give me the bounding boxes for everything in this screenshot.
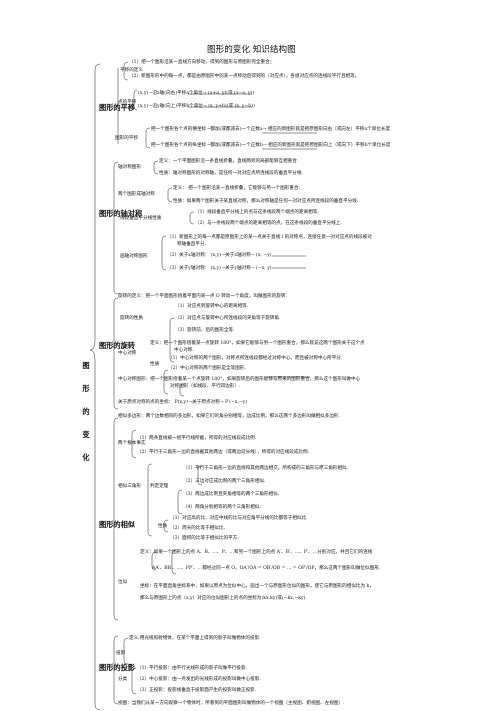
point-rule-2: (x,y) ─沿y轴(向上)平移b个单位→ (x, y+b)(或 (x, y−b… xyxy=(138,104,255,109)
heading-rotation: 图形的旋转 xyxy=(99,341,135,350)
heading-translation: 图形的平移 xyxy=(99,103,135,112)
root-char: 的 xyxy=(82,407,90,416)
perp-1: （1）线段垂直平分线上的点与这条线段两个端点的距离相等; xyxy=(195,210,319,215)
label-homothety: 位似 xyxy=(118,580,128,585)
similar-polygons: 相似多边形：两个边数相同的多边形，如果它们的角分别相等，边成比例，那么这两个多边… xyxy=(118,414,340,419)
basic-fact-2: （2）平行于三角形一边的直线截其他两边（或两边延长线），所得的对应线段成比例. xyxy=(137,450,310,455)
label-two-figures: 两个图形成轴对称 xyxy=(118,192,155,197)
draw-2: （2）关于x轴对称： (x,y) ─关于x轴对称→ (x, −y) xyxy=(167,253,272,258)
draw-1b: 称轴垂直平分. xyxy=(177,242,207,247)
label-similar-triangles: 相似三角形 xyxy=(118,484,141,489)
translation-def2: （2）新图形的中的每一点，都是由原图形中的某一点移动后得到的（对应点），各组对应… xyxy=(129,74,360,79)
homothety-coord: 坐标：在平面直角坐标系中，如果以原点为位似中心，画出一个与原图形位似的图形，使它… xyxy=(140,584,374,589)
central-def: 定义：把一个图形绕着某一点旋转 180°，如果它能够与另一个图形重合，那么就说这… xyxy=(150,341,365,346)
property-3: （3）面积的比等于相似比的平方. xyxy=(170,536,239,541)
central-prop-1: （1）中心对称的两个图形，对称点所连线段都经过对称中心，而且被对称中心所平分. xyxy=(168,356,343,361)
property-1: （1）对应高的比、对应中线的比与对应角平分线的比都等于相似比. xyxy=(170,516,308,521)
homothety-coord-b: 那么与原图形上的点（x,y）对应的位似图形上的点的坐标为(kx,ky)或(−kx… xyxy=(140,596,307,601)
point-rule-1: (x,y) ─沿x轴(向右)平移a个单位→ (x+a, y)(或 (x−a, y… xyxy=(138,91,255,96)
draw-1: （1）新图形上的每一点都是原图形上的某一点关于直线 l 的对称点，连接任意一对对… xyxy=(167,235,372,240)
root-label: 图 形 的 变 化 xyxy=(82,354,90,469)
label-central-symmetry: 中心对称 xyxy=(118,351,137,356)
label-shape-translation: 图形的平移 xyxy=(115,136,138,141)
label-draw-axis: 画轴对称图形 xyxy=(120,254,148,259)
axis-def: 定义：一个平面图形沿一条直线折叠，直线两旁的局部能够互相重合. xyxy=(159,159,299,164)
rotation-prop-2: （2）对应点与旋转中心所连线段的夹角等于旋转角. xyxy=(175,316,281,321)
central-figure-b: 对称图形（如线段、平行四边形）. xyxy=(170,384,241,389)
shape-rule-2: 把一个图形各个点的纵坐标 ─都加(或都减去)一个正数b→ 相应的新图形就是把原图… xyxy=(151,143,391,148)
rotation-def: 旋转的定义：把一个平面图形绕着平面内某一点 O 转动一个角度，叫做图形的旋转. xyxy=(118,294,287,299)
page-title: 图形的变化 知识结构图 xyxy=(207,45,296,55)
projection-def: 定义:用光线照射物体，在某个平面上得到的影子叫做物体的投影. xyxy=(129,636,261,641)
root-char: 形 xyxy=(82,384,90,393)
projection-orthographic: （3）正投影：投影线垂直于投影面产生的投影叫做正投影. xyxy=(137,688,257,693)
projection-central: （2）中心投影：由一点发出的光线形成的投影叫做中心投影. xyxy=(137,677,261,682)
shape-rule-1: 把一个图形各个点的横坐标 ─都加(或都减去)一个正数a→ 相应的新图形就是把原图… xyxy=(151,127,391,132)
label-central-prop: 性质 xyxy=(150,362,160,367)
label-criteria: 判定定理 xyxy=(150,484,169,489)
criterion-3: （3）两边成比例且夹角相等的两个三角形相似. xyxy=(183,492,280,497)
axis-property: 性质：轴对称图形的对称轴，是任何一对对应点所连线段的垂直平分线. xyxy=(159,171,303,176)
heading-symmetry: 图形的轴对称 xyxy=(99,209,143,218)
heading-similarity: 图形的相似 xyxy=(99,520,135,529)
origin-symmetry: 关于原点对称的点的坐标： P(x,y) ─关于原点对称→ P′(−x,−y) xyxy=(118,400,248,405)
central-def-b: 中心对称. xyxy=(174,348,194,353)
projection-views: 视图：当我们从某一方向观察一个物体时，所看到的平面图形叫做物体的一个视图（主视图… xyxy=(118,701,345,706)
root-char: 变 xyxy=(82,430,90,439)
homothety-def: 定义：如果一个图形上的点 A、B、…、P、…和另一个图形上的点 A′、B′、…、… xyxy=(140,550,373,555)
label-projection: 投影 xyxy=(116,651,126,656)
two-property: 性质：如果两个图形关于某直线对称，那么对称轴是任何一对对应点所连线段的垂直平分线… xyxy=(173,199,359,204)
criterion-1: （1）平行于三角形一边的直线和其他两边相交，所构成的三角形与原三角形相似. xyxy=(183,466,349,471)
perp-2: （2）与一条线段两个端点的距离相等的点，在这条线段的垂直平分线上. xyxy=(195,221,342,226)
label-definition: 平移的定义 xyxy=(120,68,143,73)
two-def: 定义： 把一个图形沿某一直线折叠，它能够与另一个图形重合. xyxy=(173,186,300,191)
criterion-4: （4）两角分别相等的两个三角形相似. xyxy=(183,505,261,510)
draw-3: （3）关于y轴对称： (x,y) ─关于y轴对称→ (−x, y) xyxy=(167,266,272,271)
label-basic-facts: 两个根本事实 xyxy=(118,441,146,446)
label-perp-bisector: 线段垂直平分线性质 xyxy=(120,216,162,221)
label-properties: 性质 xyxy=(158,524,168,529)
label-axis-figure: 轴对称图形 xyxy=(118,165,141,170)
translation-def1: （1）把一个图形沿某一直线方向移动，得到的图形与原图形完全重合； xyxy=(129,60,275,65)
rotation-prop-1: （1）对应点到旋转中心的距离相等. xyxy=(175,304,249,309)
basic-fact-1: （1）两条直线被一组平行线所截，所得的对应线段成比例. xyxy=(137,436,257,441)
root-char: 图 xyxy=(82,361,90,370)
central-prop-2: （2）中心对称的两个图形是全等图形. xyxy=(168,366,246,371)
heading-projection: 图形的投影 xyxy=(99,663,135,672)
label-rotation-prop: 旋转的性质 xyxy=(120,316,143,321)
central-figure: 中心对称图形：把一个图形绕着某一个点旋转 180°，如果旋转后的图形能够与原来的… xyxy=(118,377,361,382)
label-classification: 分类 xyxy=(118,677,128,682)
projection-parallel: （1）平行投影：由平行光线形成的影子叫做平行投影. xyxy=(137,666,248,671)
label-point-translation: 点的平移 xyxy=(118,100,137,105)
property-2: （2）周长的比等于相似比. xyxy=(170,526,225,531)
root-char: 化 xyxy=(82,453,90,462)
homothety-def-b: AA′、BB′、…、PP′、…都经过同一点 O，OA′/OA = OB′/OB … xyxy=(152,566,381,571)
rotation-prop-3: （3）旋转前、后的图形全等. xyxy=(175,328,235,333)
criterion-2: （2）三边对应成比例的两个三角形相似. xyxy=(183,479,266,484)
